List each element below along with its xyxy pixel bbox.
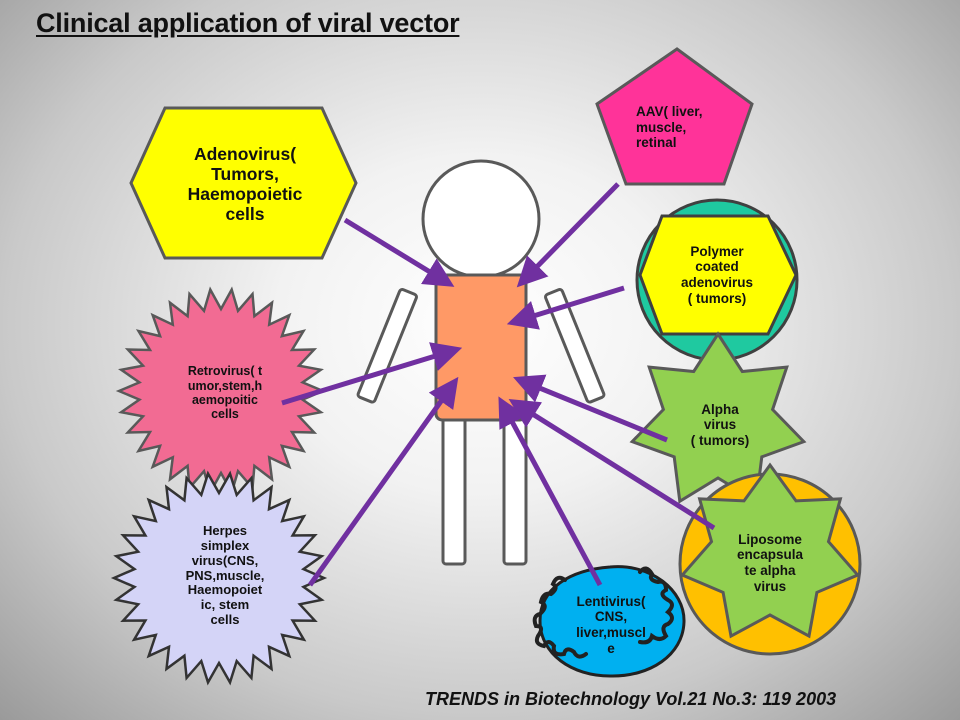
polymer-label: Polymer coated adenovirus ( tumors) xyxy=(680,243,754,306)
polymer-adenovirus-hexagon xyxy=(638,214,798,336)
figure-right-arm xyxy=(544,288,606,404)
aav-label: AAV( liver, muscle, retinal xyxy=(636,104,703,151)
arrow-aav xyxy=(516,182,620,288)
arrow-retrovirus xyxy=(281,342,463,406)
figure-head xyxy=(421,159,541,279)
figure-left-arm xyxy=(356,288,418,404)
herpes-burst xyxy=(110,470,328,686)
retrovirus-burst xyxy=(115,286,327,496)
arrow-herpes xyxy=(307,376,459,587)
page-title: Clinical application of viral vector xyxy=(36,8,460,38)
arrow-polymer xyxy=(506,285,625,330)
arrow-liposome xyxy=(508,399,716,531)
human-figure xyxy=(356,159,606,566)
adenovirus-label: Adenovirus( Tumors, Haemopoietic cells xyxy=(187,143,303,225)
arrow-lentivirus xyxy=(498,396,603,587)
adenovirus-hexagon xyxy=(129,106,358,260)
liposome-label: Liposome encapsula te alpha virus xyxy=(736,531,804,594)
arrow-alpha xyxy=(513,374,668,443)
herpes-label: Herpes simplex virus(CNS, PNS,muscle, Ha… xyxy=(185,522,265,628)
alpha-label: Alpha virus ( tumors) xyxy=(690,401,750,448)
liposome-alpha-star xyxy=(679,462,861,639)
lentivirus-scribble-border xyxy=(532,566,674,659)
arrow-adenovirus xyxy=(343,217,455,287)
aav-pentagon xyxy=(595,47,754,186)
lentivirus-label: Lentivirus( CNS, liver,muscl e xyxy=(576,593,646,656)
retrovirus-label: Retrovirus( t umor,stem,h aemopoitic cel… xyxy=(187,364,263,422)
delivery-arrows xyxy=(281,182,716,587)
alpha-virus-star xyxy=(629,331,807,504)
figure-left-leg xyxy=(441,416,467,566)
figure-torso xyxy=(434,273,528,422)
citation-text: TRENDS in Biotechnology Vol.21 No.3: 119… xyxy=(425,689,837,709)
